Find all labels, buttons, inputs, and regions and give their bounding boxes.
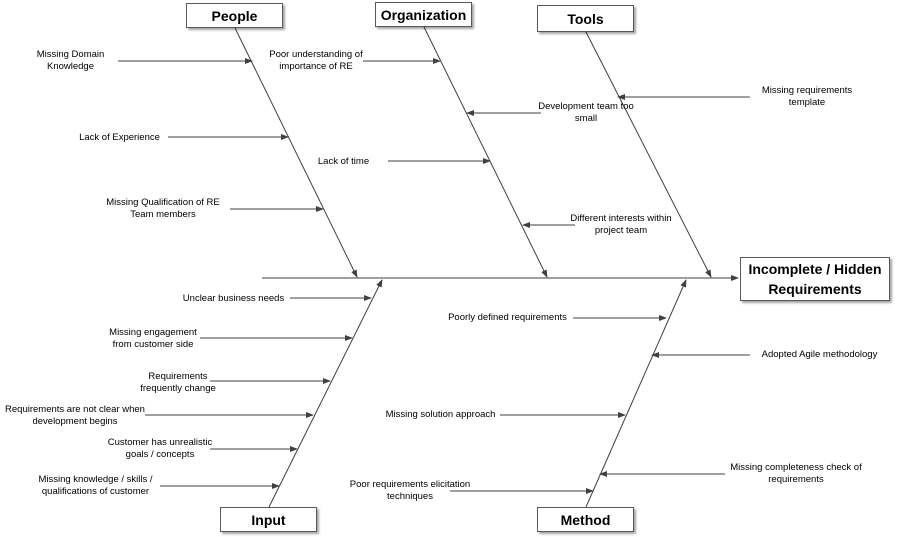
- cause-label-method-1: Poorly defined requirements: [448, 312, 567, 323]
- category-people: People: [186, 3, 283, 28]
- bone-method: [585, 279, 687, 508]
- cause-label-org-4: Different interests within project team: [570, 213, 672, 236]
- category-input: Input: [220, 507, 317, 532]
- cause-label-method-3: Missing solution approach: [385, 409, 496, 420]
- cause-label-input-3: Requirements frequently change: [140, 371, 216, 394]
- category-organization: Organization: [375, 2, 472, 27]
- cause-label-input-5: Customer has unrealistic goals / concept…: [107, 437, 213, 460]
- cause-label-tools-1: Missing requirements template: [761, 85, 853, 108]
- cause-label-input-6: Missing knowledge / skills / qualificati…: [38, 474, 153, 497]
- bone-people: [234, 27, 358, 278]
- cause-label-people-1: Missing Domain Knowledge: [36, 49, 105, 72]
- cause-label-method-4: Missing completeness check of requiremen…: [730, 462, 862, 485]
- cause-label-input-4: Requirements are not clear when developm…: [5, 404, 145, 427]
- effect-box: Incomplete / Hidden Requirements: [740, 257, 890, 301]
- cause-label-org-3: Lack of time: [317, 156, 370, 167]
- cause-label-input-1: Unclear business needs: [182, 293, 285, 304]
- cause-label-input-2: Missing engagement from customer side: [109, 327, 197, 350]
- cause-label-method-2: Adopted Agile methodology: [761, 349, 878, 360]
- bone-tools: [585, 31, 712, 278]
- cause-label-people-2: Lack of Experience: [79, 132, 160, 143]
- cause-label-org-1: Poor understanding of importance of RE: [269, 49, 363, 72]
- bone-organization: [423, 26, 548, 278]
- cause-label-method-5: Poor requirements elicitation techniques: [349, 479, 471, 502]
- category-method: Method: [537, 507, 634, 532]
- cause-label-people-3: Missing Qualification of RE Team members: [106, 197, 220, 220]
- bone-input: [268, 279, 383, 508]
- category-tools: Tools: [537, 5, 634, 32]
- cause-label-org-2: Development team too small: [538, 101, 634, 124]
